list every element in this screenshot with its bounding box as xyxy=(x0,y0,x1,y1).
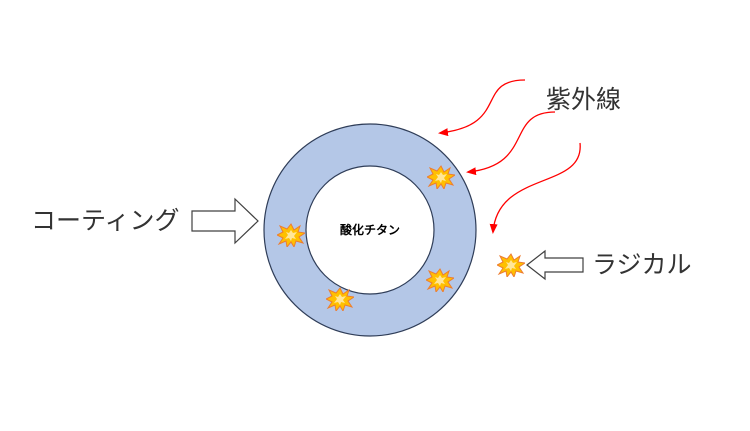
titanium-dioxide-core xyxy=(305,165,435,295)
radical-label: ラジカル xyxy=(592,250,692,279)
uv-ray-arrow-icon xyxy=(466,111,556,176)
uv-ray-arrow-icon xyxy=(489,142,581,234)
coating-pointer-arrow-icon xyxy=(191,197,259,245)
radical-pointer-arrow-icon xyxy=(526,249,584,281)
uv-ray-arrow-icon xyxy=(438,79,526,137)
uv-label: 紫外線 xyxy=(546,85,621,114)
coating-label: コーティング xyxy=(31,206,180,235)
core-label: 酸化チタン xyxy=(340,222,400,237)
radical-burst-icon xyxy=(497,253,525,277)
